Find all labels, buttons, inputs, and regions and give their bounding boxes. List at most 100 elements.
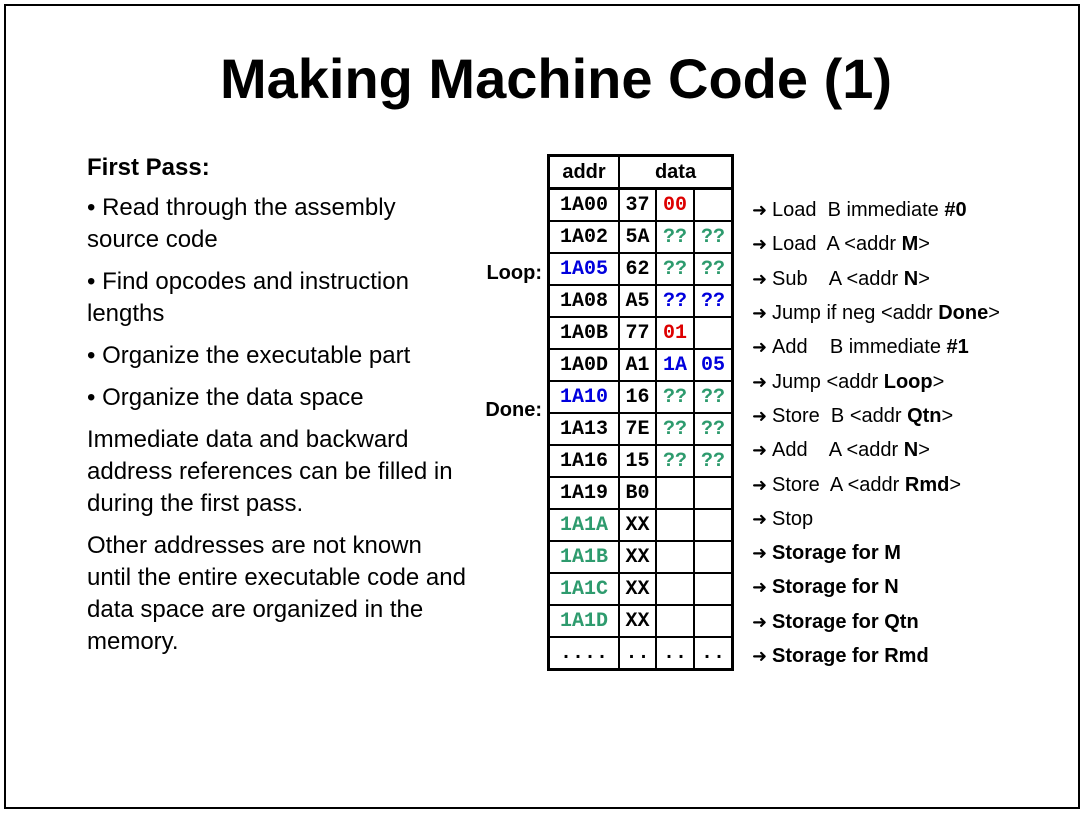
memory-address-cell: 1A00 <box>547 187 620 222</box>
bullet-read-source: • Read through the assembly source code <box>87 194 396 253</box>
instruction-text: Jump <addr <box>772 370 884 393</box>
addr-header: addr <box>547 154 620 190</box>
data-byte-1-cell <box>655 540 695 574</box>
data-byte-1-cell: ?? <box>655 252 695 286</box>
instruction-operand: N <box>903 439 919 462</box>
immediate-data-paragraph: Immediate data and backward address refe… <box>87 426 453 517</box>
memory-address-cell: 1A1A <box>547 508 620 542</box>
opcode-cell: XX <box>618 540 657 574</box>
instruction-row: ➜Load B immediate #0 <box>752 193 1000 227</box>
data-byte-2-cell: ?? <box>693 284 734 318</box>
instruction-text: Jump if neg <addr <box>772 302 939 325</box>
data-byte-2-cell <box>693 572 734 606</box>
opcode-cell: 5A <box>618 220 657 254</box>
instruction-operand: Storage for N <box>772 576 899 599</box>
instruction-text: Load A <addr <box>772 233 902 256</box>
arrow-right-icon: ➜ <box>752 371 768 392</box>
memory-address-cell: 1A1C <box>547 572 620 606</box>
memory-table-header: addr data <box>547 154 734 190</box>
instruction-suffix: > <box>988 302 1000 325</box>
first-pass-heading: First Pass: <box>87 154 210 181</box>
instruction-row: ➜Storage for M <box>752 536 1000 570</box>
instruction-suffix: > <box>918 267 930 290</box>
memory-address-cell: 1A13 <box>547 412 620 446</box>
arrow-right-icon: ➜ <box>752 234 768 255</box>
arrow-right-icon: ➜ <box>752 646 768 666</box>
data-byte-1-cell: 00 <box>655 187 695 222</box>
opcode-cell: 62 <box>618 252 657 286</box>
opcode-cell: 7E <box>618 412 657 446</box>
opcode-cell: A1 <box>618 348 657 382</box>
slide-title: Making Machine Code (1) <box>219 47 893 110</box>
arrow-right-icon: ➜ <box>752 440 768 461</box>
instruction-text: Load B immediate <box>772 199 945 222</box>
arrow-right-icon: ➜ <box>752 268 768 289</box>
other-addresses-paragraph: Other addresses are not known until the … <box>87 532 466 655</box>
data-byte-2-cell: .. <box>693 636 734 671</box>
arrow-right-icon: ➜ <box>752 611 768 632</box>
data-byte-1-cell: ?? <box>655 380 695 414</box>
opcode-cell: 16 <box>618 380 657 414</box>
opcode-cell: XX <box>618 604 657 638</box>
opcode-cell: XX <box>618 508 657 542</box>
instruction-text: Sub A <addr <box>772 267 904 290</box>
memory-address-cell: .... <box>547 636 620 671</box>
arrow-right-icon: ➜ <box>752 508 768 529</box>
data-byte-1-cell <box>655 508 695 542</box>
arrow-right-icon: ➜ <box>752 337 768 358</box>
instruction-row: ➜Store B <addr Qtn> <box>752 399 1000 433</box>
instruction-suffix: > <box>949 473 962 496</box>
instruction-operand: Storage for M <box>772 542 901 565</box>
data-byte-2-cell: ?? <box>693 412 734 446</box>
data-byte-2-cell: ?? <box>693 252 734 286</box>
instruction-suffix: > <box>941 404 954 427</box>
instruction-text: Add A <addr <box>772 439 904 462</box>
bullet-organize-data: • Organize the data space <box>87 384 364 411</box>
opcode-cell: B0 <box>618 476 657 510</box>
arrow-right-icon: ➜ <box>752 577 768 598</box>
instruction-operand: Qtn <box>907 404 942 427</box>
memory-address-cell: 1A02 <box>547 220 620 254</box>
data-byte-2-cell <box>693 540 734 574</box>
instruction-row: ➜Storage for Rmd <box>752 639 1000 673</box>
memory-address-cell: 1A1B <box>547 540 620 574</box>
data-byte-2-cell: ?? <box>693 380 734 414</box>
data-byte-2-cell: ?? <box>693 220 734 254</box>
instruction-operand: #1 <box>946 336 969 359</box>
instruction-operand: Done <box>938 302 989 325</box>
memory-address-cell: 1A05 <box>547 252 620 286</box>
instruction-row: ➜Jump <addr Loop> <box>752 364 1000 398</box>
instruction-row: ➜Load A <addr M> <box>752 227 1000 261</box>
memory-address-cell: 1A19 <box>547 476 620 510</box>
data-byte-1-cell: ?? <box>655 444 695 478</box>
memory-address-cell: 1A0D <box>547 348 620 382</box>
instruction-suffix: > <box>918 439 930 462</box>
instruction-row: ➜Store A <addr Rmd> <box>752 467 1000 501</box>
opcode-cell: A5 <box>618 284 657 318</box>
data-byte-1-cell: ?? <box>655 284 695 318</box>
instruction-list: ➜Load B immediate #0➜Load A <addr M>➜Sub… <box>752 193 1000 673</box>
slide-frame <box>4 4 1080 809</box>
instruction-operand: Rmd <box>904 473 950 496</box>
arrow-right-icon: ➜ <box>752 405 768 426</box>
instruction-operand: Storage for Rmd <box>772 645 929 667</box>
data-byte-1-cell <box>655 572 695 606</box>
instruction-text: Add B immediate <box>772 336 947 359</box>
data-byte-2-cell: ?? <box>693 444 734 478</box>
instruction-operand: #0 <box>944 199 967 222</box>
data-byte-1-cell: ?? <box>655 412 695 446</box>
instruction-row: ➜Sub A <addr N> <box>752 262 1000 296</box>
data-byte-2-cell <box>693 604 734 638</box>
data-byte-2-cell <box>693 508 734 542</box>
